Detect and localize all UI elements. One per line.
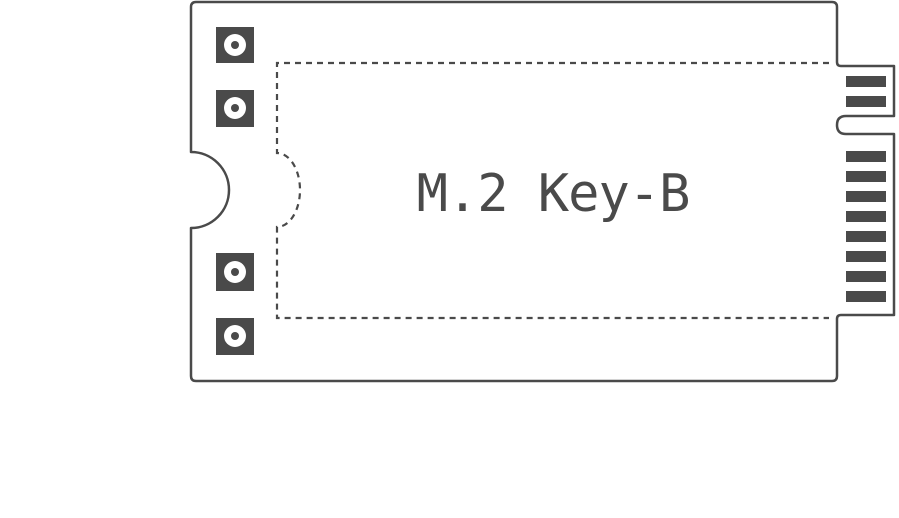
connector-pin: [846, 291, 886, 302]
connector-pin: [846, 191, 886, 202]
connector-pin: [846, 231, 886, 242]
connector-pin: [846, 171, 886, 182]
connector-pin: [846, 76, 886, 87]
connector-pin: [846, 271, 886, 282]
component-area-boundary: [275, 61, 829, 320]
mounting-hole-3: [216, 253, 254, 291]
mounting-hole-4: [216, 318, 254, 355]
module-label: M.2 Key-B: [417, 164, 690, 224]
connector-pin: [846, 151, 886, 162]
connector-lower: [846, 151, 886, 302]
connector-pin: [846, 96, 886, 107]
mounting-hole-1: [216, 27, 254, 63]
card-outline: [189, 0, 896, 383]
connector-pin: [846, 211, 886, 222]
connector-pin: [846, 251, 886, 262]
mounting-hole-2: [216, 90, 254, 127]
connector-upper: [846, 76, 886, 107]
